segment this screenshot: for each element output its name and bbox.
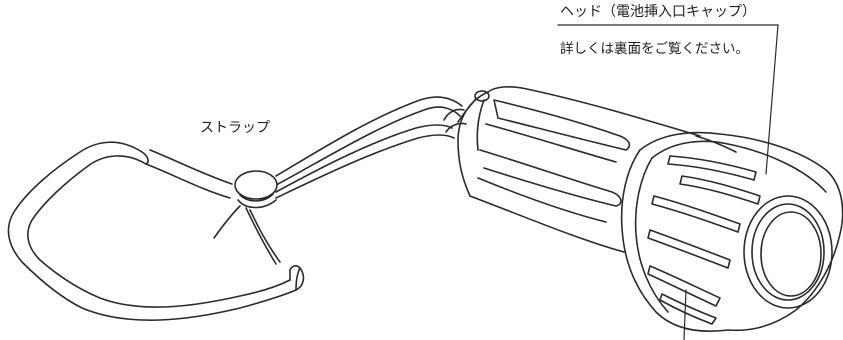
head-note-label: 詳しくは裏面をご覧ください。 [560, 41, 749, 57]
strap-stopper [213, 170, 281, 265]
strap-cords [275, 90, 490, 199]
strap-loop [7, 141, 305, 321]
head-label: ヘッド（電池挿入口キャップ） [560, 4, 756, 20]
leader-lines [557, 24, 779, 340]
flashlight-head [620, 131, 843, 332]
flashlight-body [457, 86, 701, 253]
strap-label: ストラップ [200, 120, 270, 136]
